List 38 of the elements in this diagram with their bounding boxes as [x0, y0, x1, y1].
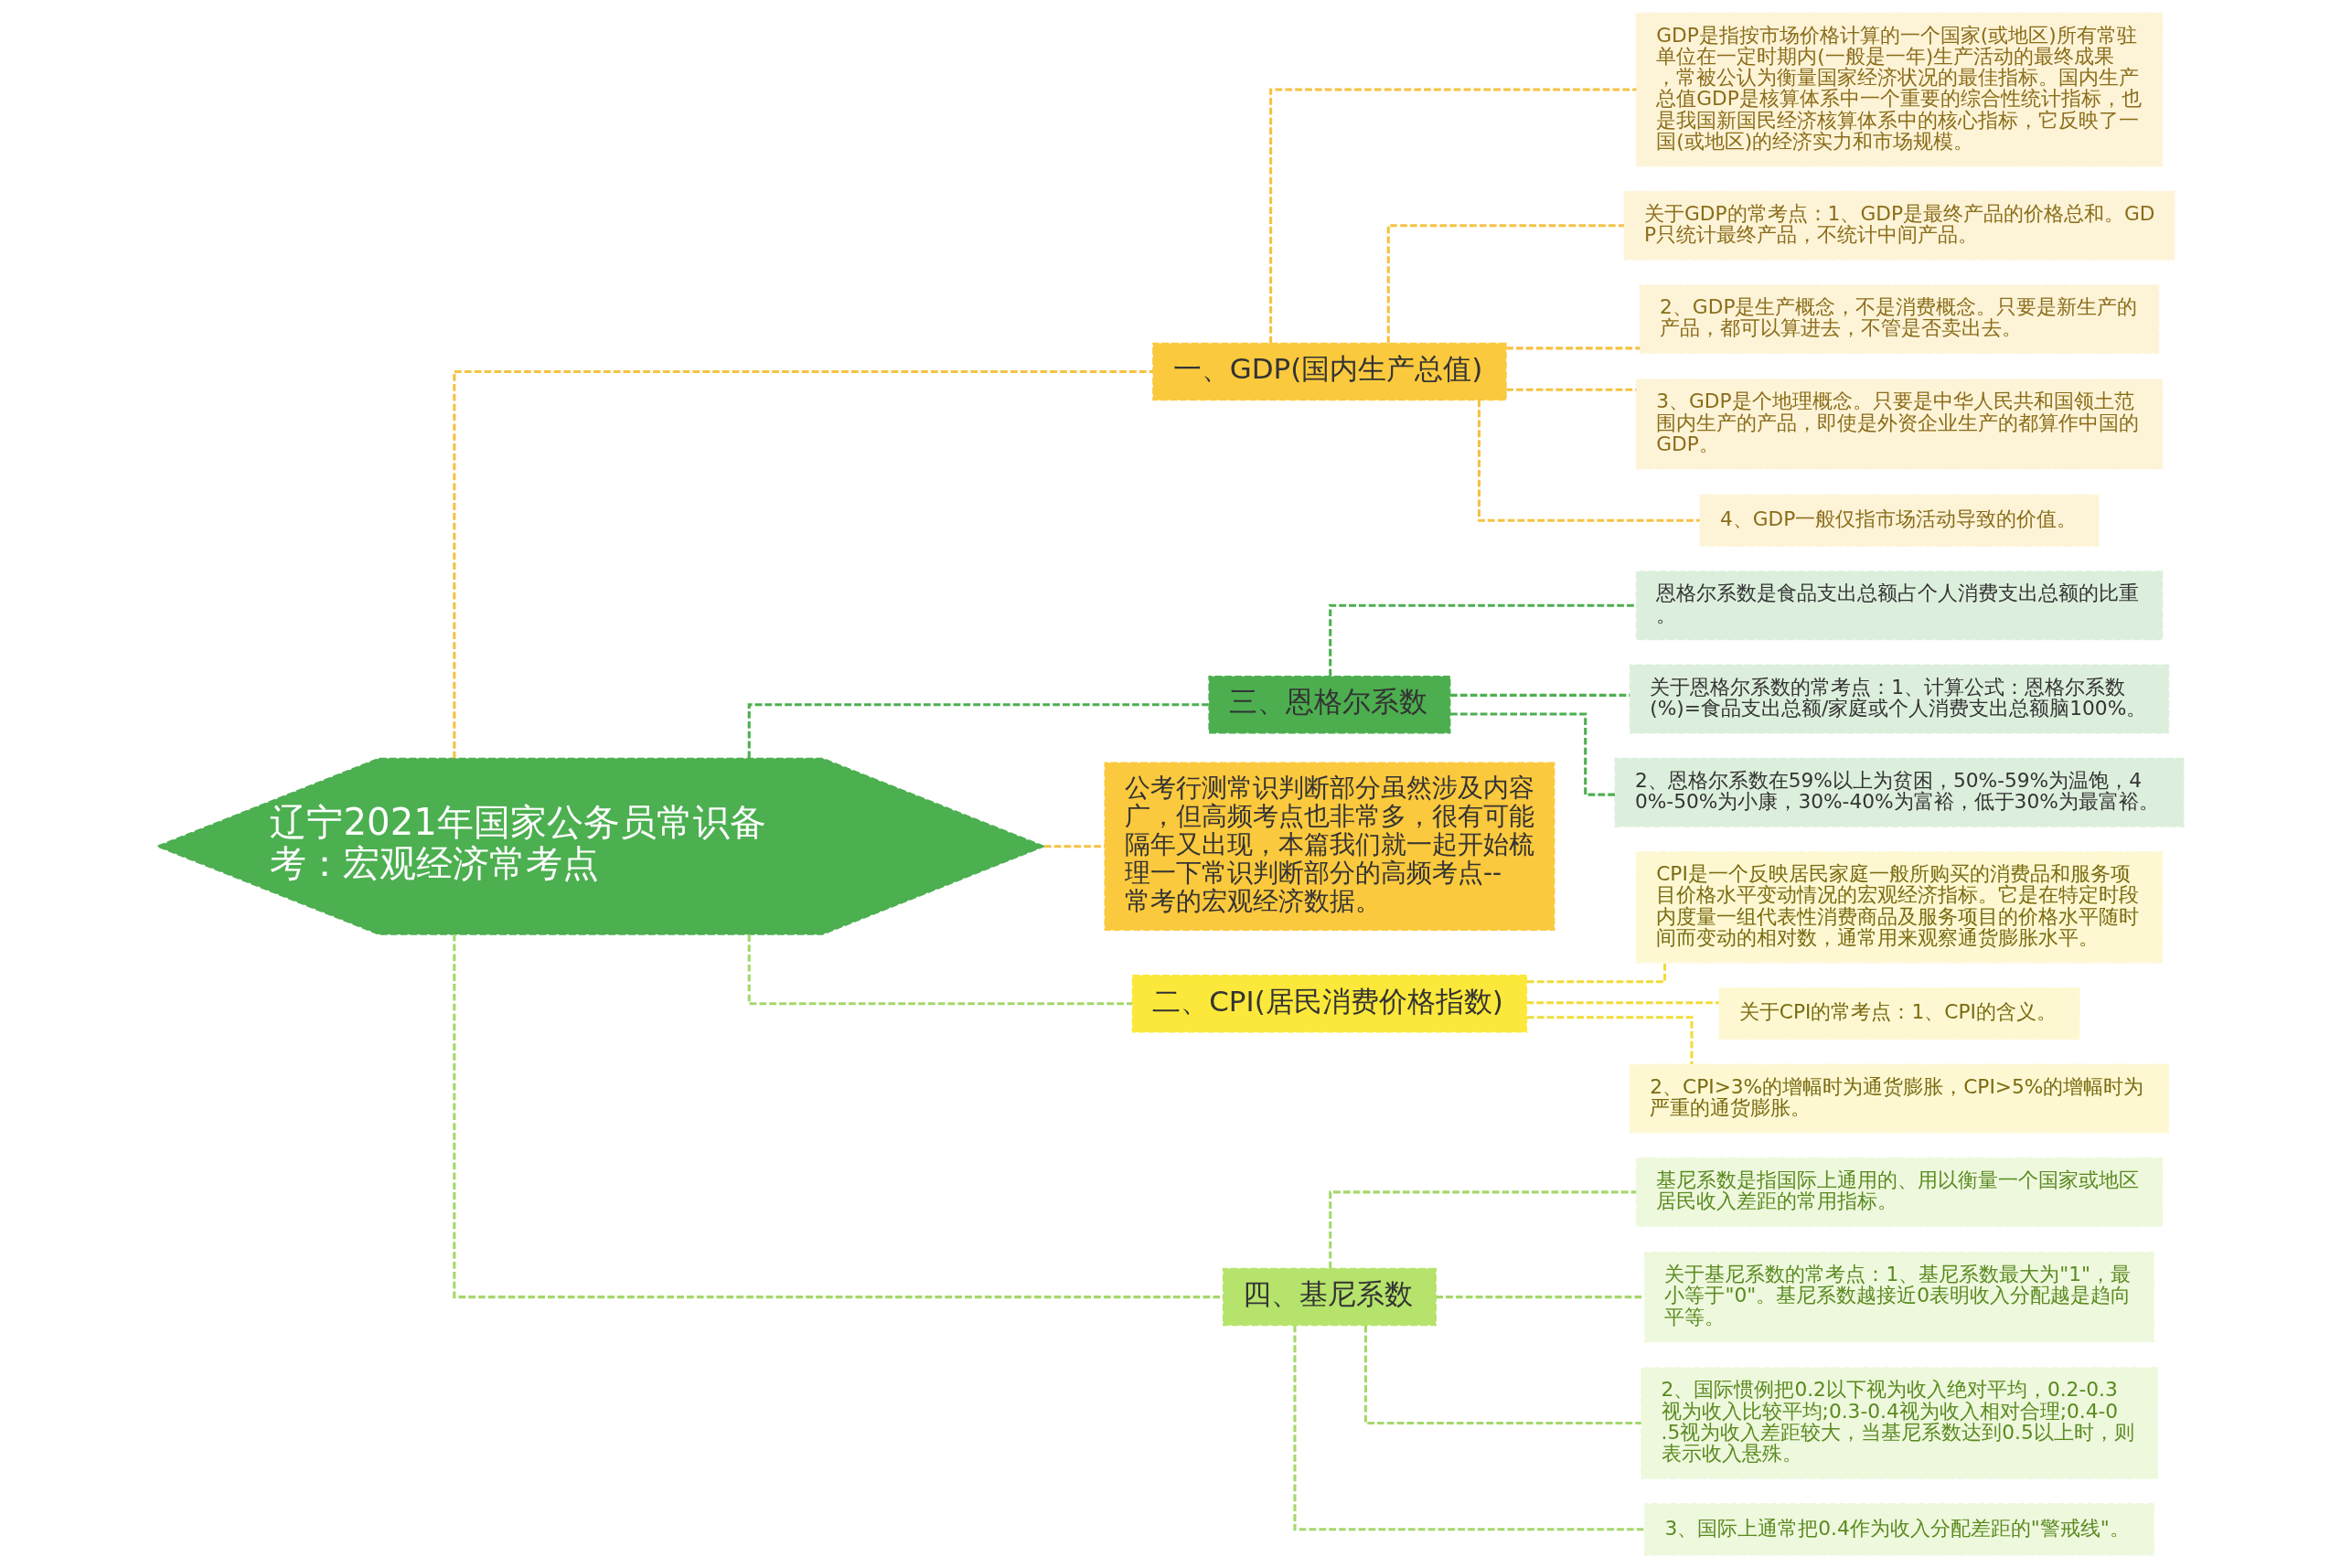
node-box: CPI是一个反映居民家庭一般所购买的消费品和服务项目价格水平变动情况的宏观经济指标。它是在特定时段内度量一组代表性消费商品及服务项目的价格水平随时间而变动的相对数，通常用来观察通货膨胀水平。: [1635, 851, 2164, 964]
connector: [1477, 400, 1700, 522]
connector: [1506, 388, 1637, 391]
connector: [1526, 1016, 1694, 1064]
node-box: 关于CPI的常考点：1、CPI的含义。: [1718, 987, 2080, 1040]
connector: [1293, 1325, 1645, 1531]
connector: [1363, 1325, 1641, 1425]
node-box: 三、恩格尔系数: [1208, 675, 1451, 734]
node-box: 关于GDP的常考点：1、GDP是最终产品的价格总和。GDP只统计最终产品，不统计中间产品。: [1623, 190, 2175, 261]
connector: [1329, 603, 1637, 677]
connector: [453, 933, 1224, 1299]
node-box: 二、CPI(居民消费价格指数): [1131, 974, 1528, 1033]
node-box: 关于基尼系数的常考点：1、基尼系数最大为"1"，最小等于"0"。基尼系数越接近0表明收入分配越是趋向平等。: [1644, 1252, 2155, 1343]
connector: [453, 369, 1153, 759]
node-box: 3、GDP是个地理概念。只要是中华人民共和国领土范围内生产的产品，即使是外资企业生产的都算作中国的GDP。: [1635, 379, 2164, 470]
connector: [1526, 963, 1667, 984]
node-box: 四、基尼系数: [1222, 1267, 1437, 1327]
connector: [1450, 693, 1630, 697]
node-box: 3、国际上通常把0.4作为收入分配差距的"警戒线"。: [1644, 1503, 2155, 1556]
connector: [1506, 347, 1641, 350]
node-box: 2、CPI>3%的增幅时为通货膨胀，CPI>5%的增幅时为严重的通货膨胀。: [1629, 1063, 2170, 1134]
node-box: 恩格尔系数是食品支出总额占个人消费支出总额的比重。: [1635, 571, 2164, 641]
connector: [1386, 224, 1624, 343]
connector: [747, 703, 1209, 759]
node-box: 2、国际惯例把0.2以下视为收入绝对平均，0.2-0.3视为收入比较平均;0.3-0.4视为收入相对合理;0.4-0.5视为收入差距较大，当基尼系数达到0.5以上时，则表示收入悬殊。: [1641, 1367, 2158, 1479]
connector: [1043, 845, 1106, 848]
node-box: GDP是指按市场价格计算的一个国家(或地区)所有常驻单位在一定时期内(一般是一年)生产活动的最终成果，常被公认为衡量国家经济状况的最佳指标。国内生产总值GDP是核算体系中一个重要的综合性统计指标，也是我国新国民经济核算体系中的核心指标，它反映了一国(或地区)的经济实力和市场规模。: [1635, 12, 2164, 167]
node-box: 2、恩格尔系数在59%以上为贫困，50%-59%为温饱，40%-50%为小康，30%-40%为富裕，低于30%为最富裕。: [1614, 757, 2185, 827]
node-box: 公考行测常识判断部分虽然涉及内容广，但高频考点也非常多，很有可能隔年又出现，本篇我们就一起开始梳理一下常识判断部分的高频考点--常考的宏观经济数据。: [1104, 762, 1555, 931]
node-box: 关于恩格尔系数的常考点：1、计算公式：恩格尔系数(%)=食品支出总额/家庭或个人消费支出总额脑100%。: [1629, 664, 2170, 734]
node-box: 4、GDP一般仅指市场活动导致的价值。: [1699, 494, 2100, 547]
connector: [1526, 1001, 1719, 1005]
node-box: 一、GDP(国内生产总值): [1152, 342, 1507, 401]
node-box: 基尼系数是指国际上通用的、用以衡量一个国家或地区居民收入差距的常用指标。: [1635, 1157, 2164, 1227]
connector: [1329, 1190, 1637, 1269]
connector: [747, 934, 1133, 1006]
node-box: 2、GDP是生产概念，不是消费概念。只要是新生产的产品，都可以算进去，不管是否卖出去。: [1639, 284, 2160, 355]
connector: [1269, 88, 1637, 344]
